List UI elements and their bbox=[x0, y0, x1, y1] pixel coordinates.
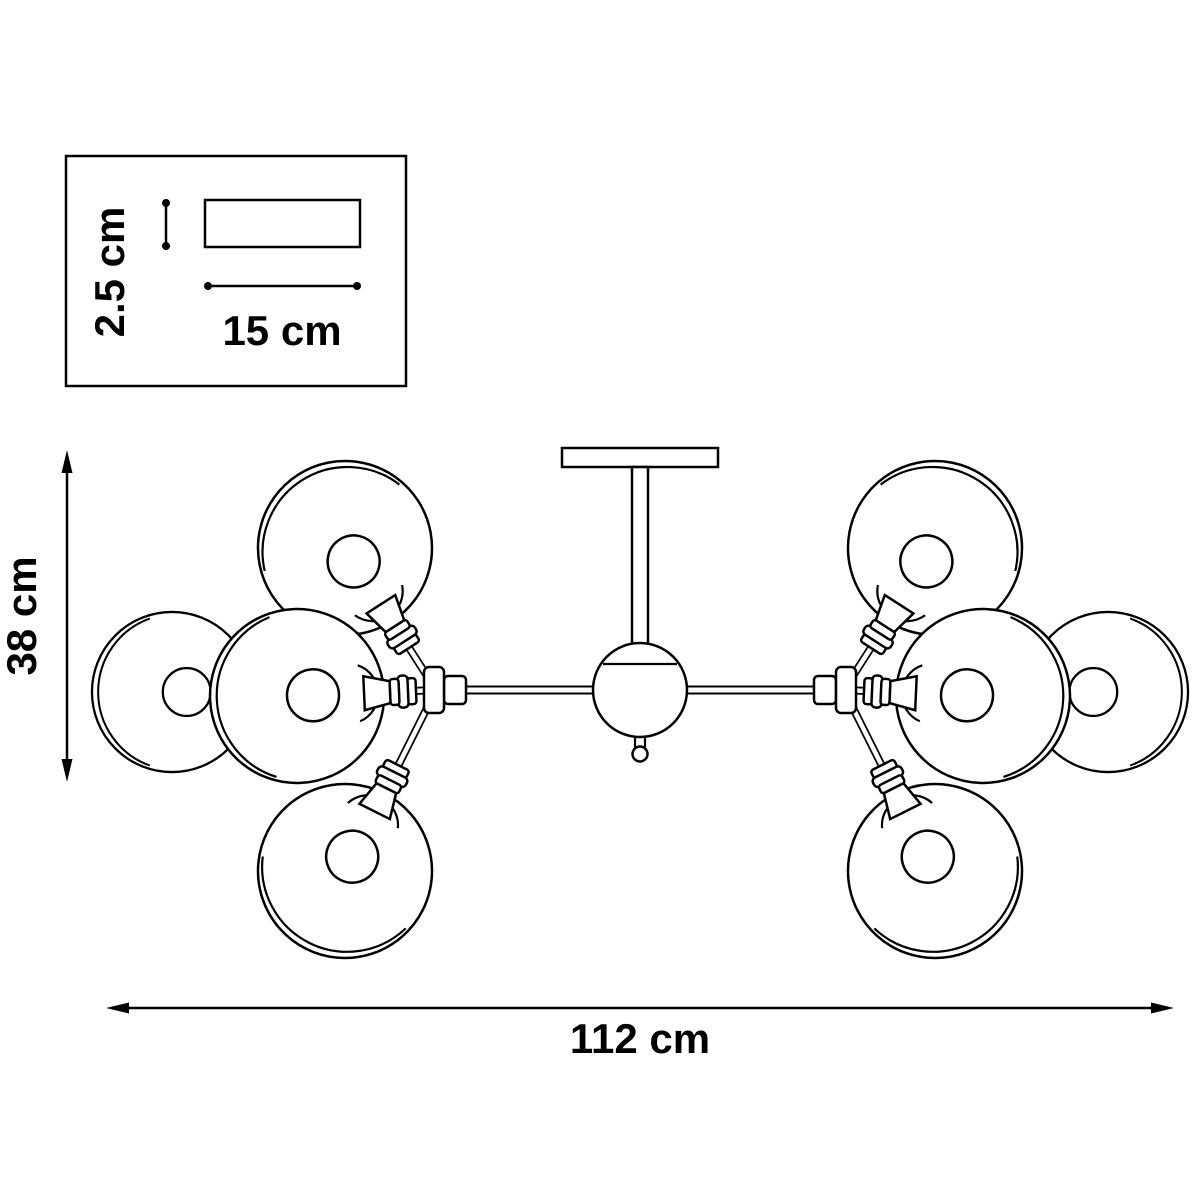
central-hub bbox=[591, 641, 689, 763]
dim-dot-icon bbox=[162, 199, 170, 207]
dim-dot-icon bbox=[204, 282, 212, 290]
junction-right bbox=[834, 665, 858, 715]
inset-height-dimension bbox=[162, 199, 170, 250]
inset-width-dimension bbox=[204, 282, 361, 290]
arrow-left-icon bbox=[106, 1002, 129, 1014]
mount-detail-inset: 2.5 cm 15 cm bbox=[64, 154, 408, 388]
width-label: 112 cm bbox=[570, 1015, 710, 1062]
width-dimension: 112 cm bbox=[106, 1002, 1174, 1062]
height-label: 38 cm bbox=[0, 556, 45, 675]
stem bbox=[630, 465, 650, 646]
junction-left bbox=[422, 665, 446, 715]
globe-bottom-right bbox=[816, 752, 1054, 990]
globe-bottom-left bbox=[226, 752, 464, 990]
height-dimension: 38 cm bbox=[0, 450, 73, 782]
ceiling-plate bbox=[560, 446, 720, 469]
dim-dot-icon bbox=[353, 282, 361, 290]
arrow-down-icon bbox=[61, 759, 73, 782]
junction-collar-right bbox=[812, 674, 838, 706]
socket-mid-left bbox=[362, 672, 418, 712]
inset-border bbox=[64, 154, 408, 388]
arrow-up-icon bbox=[61, 450, 73, 473]
inset-height-label: 2.5 cm bbox=[86, 207, 133, 338]
socket-mid-right bbox=[862, 672, 918, 712]
arrow-right-icon bbox=[1151, 1002, 1174, 1014]
dim-dot-icon bbox=[162, 242, 170, 250]
mount-plate-profile bbox=[203, 198, 362, 249]
inset-width-label: 15 cm bbox=[222, 307, 341, 354]
junction-collar-left bbox=[442, 674, 468, 706]
finial-knob bbox=[631, 745, 649, 763]
fixture-drawing bbox=[90, 426, 1190, 990]
